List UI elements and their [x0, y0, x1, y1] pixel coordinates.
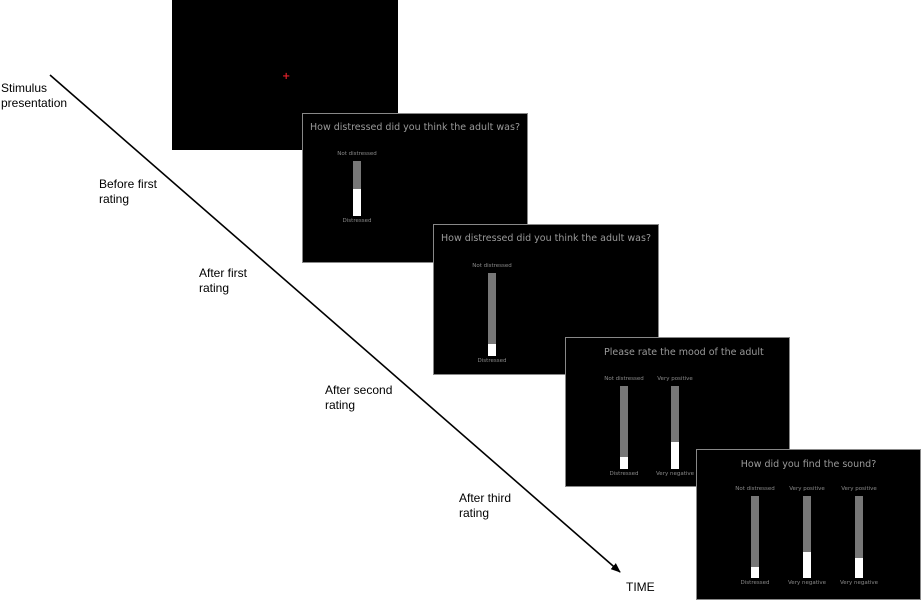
- slider-fill: [353, 188, 361, 216]
- slider-bottom-label: Distressed: [740, 580, 770, 586]
- slider-top-label: Not distressed: [472, 263, 512, 269]
- slider-bottom-label: Distressed: [342, 218, 372, 224]
- slider-top-label: Very positive: [657, 376, 693, 382]
- slider-top-label: Not distressed: [337, 151, 377, 157]
- rating-question: How distressed did you think the adult w…: [310, 122, 520, 133]
- rating-slider[interactable]: [855, 496, 863, 578]
- slider-fill: [751, 567, 759, 578]
- time-arrow-line: [49, 74, 621, 573]
- rating-slider[interactable]: [620, 386, 628, 469]
- label-after-second-rating: After second rating: [325, 383, 393, 412]
- screen-fourth-rating: How did you find the sound? Not distress…: [696, 449, 921, 600]
- slider-bottom-label: Very negative: [787, 580, 827, 586]
- label-after-third-rating: After third rating: [459, 491, 512, 520]
- rating-slider[interactable]: [488, 273, 496, 356]
- label-stimulus-presentation: Stimulus presentation: [1, 81, 68, 110]
- slider-bottom-label: Very negative: [655, 471, 695, 477]
- rating-slider[interactable]: [671, 386, 679, 469]
- rating-slider[interactable]: [751, 496, 759, 578]
- label-time: TIME: [626, 580, 655, 594]
- label-after-first-rating: After first rating: [199, 266, 248, 295]
- rating-question: How did you find the sound?: [740, 459, 877, 470]
- slider-bottom-label: Distressed: [477, 358, 507, 364]
- slider-top-label: Very positive: [789, 486, 825, 492]
- slider-bottom-label: Distressed: [609, 471, 639, 477]
- slider-top-label: Not distressed: [604, 376, 644, 382]
- rating-slider[interactable]: [803, 496, 811, 578]
- slider-fill: [671, 442, 679, 469]
- slider-fill: [620, 456, 628, 469]
- slider-bottom-label: Very negative: [839, 580, 879, 586]
- slider-top-label: Not distressed: [735, 486, 775, 492]
- label-before-first-rating: Before first rating: [99, 177, 158, 206]
- rating-question: How distressed did you think the adult w…: [441, 233, 651, 244]
- slider-fill: [803, 551, 811, 578]
- rating-slider[interactable]: [353, 161, 361, 216]
- slider-fill: [855, 557, 863, 578]
- slider-fill: [488, 343, 496, 356]
- rating-question: Please rate the mood of the adult: [604, 347, 764, 358]
- fixation-cross-icon: +: [282, 71, 291, 82]
- slider-top-label: Very positive: [841, 486, 877, 492]
